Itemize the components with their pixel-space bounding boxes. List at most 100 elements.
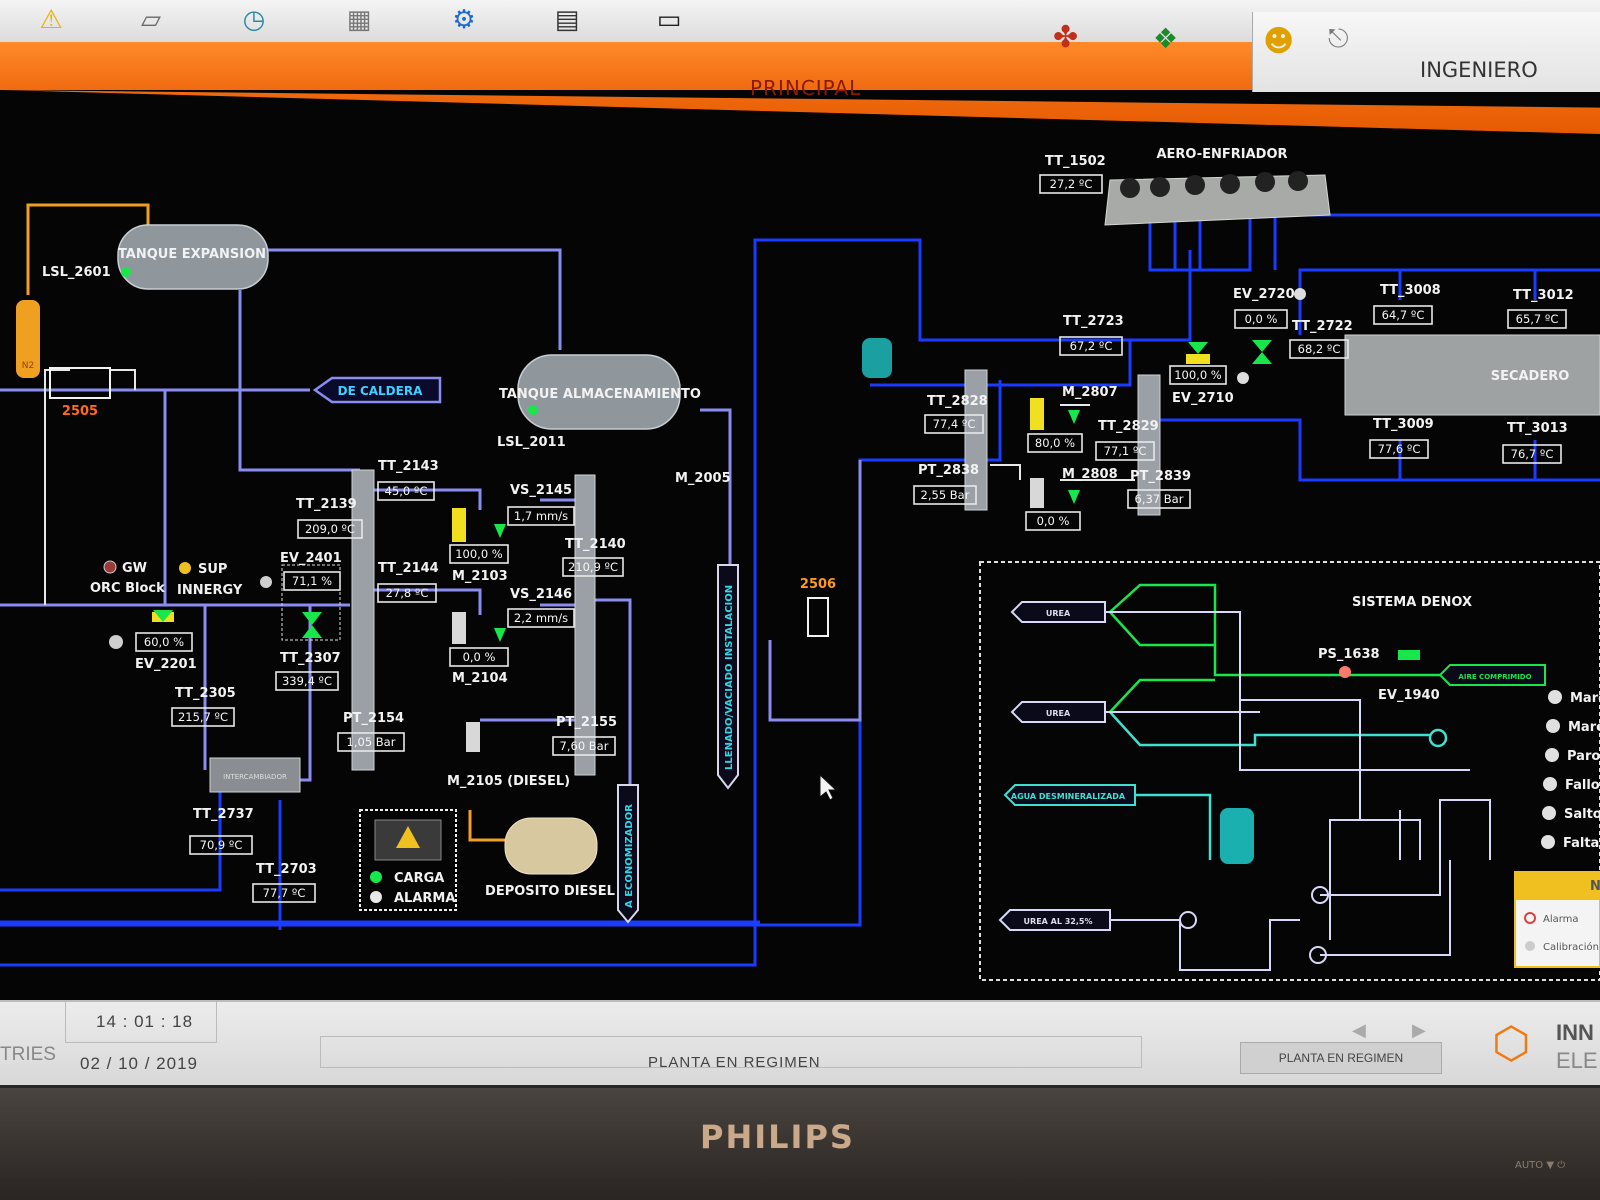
denox-aire: AIRE COMPRIMIDO bbox=[1458, 673, 1531, 681]
expansion-vessel-teal[interactable] bbox=[862, 338, 892, 378]
sup-label: SUP bbox=[198, 562, 227, 577]
pt-2155-value: 7,60 Bar bbox=[560, 739, 609, 753]
tt-3009-label: TT_3009 bbox=[1373, 417, 1434, 432]
tt-2307-label: TT_2307 bbox=[280, 651, 341, 666]
lsl-2601: LSL_2601 bbox=[42, 265, 111, 280]
battery-panel[interactable]: CARGA ALARMA bbox=[359, 809, 457, 911]
vs-2146-value: 2,2 mm/s bbox=[514, 611, 568, 625]
tt-3008-value: 64,7 ºC bbox=[1382, 308, 1425, 322]
column-2829[interactable] bbox=[1137, 374, 1161, 516]
deposito-diesel[interactable]: DEPOSITO DIESEL bbox=[485, 817, 615, 899]
user-role: INGENIERO bbox=[1420, 58, 1538, 82]
column-2140[interactable] bbox=[574, 474, 596, 776]
white-pipes bbox=[44, 369, 1135, 605]
m-2105-label: M_2105 (DIESEL) bbox=[447, 774, 570, 789]
tag-2505: 2505 bbox=[62, 404, 98, 419]
windows-icon[interactable]: ❖ bbox=[1153, 22, 1179, 55]
tt-2723-label: TT_2723 bbox=[1063, 314, 1124, 329]
book-icon[interactable]: ▱ bbox=[141, 5, 161, 35]
pt-2839-value: 6,37 Bar bbox=[1135, 492, 1184, 506]
llenado-tag[interactable]: LLENADO/VACIADO INSTALACION bbox=[717, 564, 739, 790]
denox-side-1: Marc bbox=[1568, 720, 1600, 735]
chevron-left-icon[interactable]: ◀ bbox=[1352, 1020, 1366, 1040]
intercambiador-label: INTERCAMBIADOR bbox=[223, 773, 287, 781]
denox-side-0: Marc bbox=[1570, 691, 1600, 706]
device-2506[interactable] bbox=[807, 597, 829, 637]
denox-side-2: Paro bbox=[1567, 749, 1600, 764]
vs-2145-value: 1,7 mm/s bbox=[514, 509, 568, 523]
denox-agua: AGUA DESMINERALIZADA bbox=[1011, 792, 1126, 801]
status-left-text: TRIES bbox=[0, 1044, 56, 1065]
orange-pipes bbox=[26, 203, 505, 842]
n2-bottle[interactable]: N2 bbox=[16, 300, 40, 378]
chevron-right-icon[interactable]: ▶ bbox=[1412, 1020, 1426, 1040]
secadero[interactable]: SECADERO bbox=[1344, 334, 1600, 416]
ev-2401-value: 71,1 % bbox=[292, 574, 332, 588]
tt-2737-label: TT_2737 bbox=[193, 807, 254, 822]
monitor-buttons[interactable]: AUTO ▼ ⏻ bbox=[1515, 1160, 1566, 1171]
clock-icon[interactable]: ◷ bbox=[242, 5, 266, 35]
denox-title: SISTEMA DENOX bbox=[1352, 595, 1472, 610]
denox-system: SISTEMA DENOX UREA bbox=[979, 561, 1600, 981]
panel-icon[interactable]: ▤ bbox=[554, 5, 580, 35]
m-2808-label: M_2808 bbox=[1062, 467, 1118, 482]
pt-2838-label: PT_2838 bbox=[918, 463, 979, 478]
logo-text-1: INN bbox=[1556, 1020, 1594, 1045]
status-bar: TRIES 14 : 01 : 18 02 / 10 / 2019 PLANTA… bbox=[0, 1000, 1600, 1085]
ev-2201-value: 60,0 % bbox=[144, 635, 184, 649]
denox-urea-1: UREA bbox=[1046, 609, 1071, 618]
device-2505[interactable] bbox=[49, 367, 111, 399]
tanque-almacenamiento[interactable]: TANQUE ALMACENAMIENTO bbox=[499, 354, 701, 430]
denox-urea-2: UREA bbox=[1046, 709, 1071, 718]
denox-legend-title: NO bbox=[1590, 879, 1600, 894]
tt-1502-label: TT_1502 bbox=[1045, 154, 1106, 169]
tt-3013-value: 76,7 ºC bbox=[1511, 447, 1554, 461]
pt-2154-value: 1,05 Bar bbox=[347, 735, 396, 749]
tt-2722-value: 68,2 ºC bbox=[1298, 342, 1341, 356]
ev-2710-label: EV_2710 bbox=[1172, 391, 1234, 406]
aero-enfriador[interactable]: AERO-ENFRIADOR bbox=[1104, 147, 1331, 226]
de-caldera-tag[interactable]: DE CALDERA bbox=[312, 376, 442, 404]
ev-1940-label: EV_1940 bbox=[1378, 688, 1440, 703]
lsl-2601-indicator bbox=[121, 267, 131, 277]
tt-2829-value: 77,1 ºC bbox=[1104, 444, 1147, 458]
denox-legend-1: Calibración bbox=[1543, 941, 1599, 953]
denox-side-3: Fallo bbox=[1565, 778, 1600, 793]
puzzle-icon[interactable]: ✤ bbox=[1053, 20, 1079, 55]
m-2005: M_2005 bbox=[675, 471, 731, 486]
aero-label: AERO-ENFRIADOR bbox=[1156, 147, 1287, 162]
column-2143[interactable] bbox=[351, 469, 375, 771]
denox-legend-0: Alarma bbox=[1543, 914, 1579, 925]
llenado-label: LLENADO/VACIADO INSTALACION bbox=[724, 585, 735, 770]
tt-2139-value: 209,0 ºC bbox=[305, 522, 355, 536]
user-icon[interactable]: ☻ bbox=[1263, 24, 1295, 59]
gear-icon[interactable]: ⚙ bbox=[452, 5, 476, 35]
tanque-almacenamiento-label: TANQUE ALMACENAMIENTO bbox=[499, 387, 701, 402]
battery-warning-icon bbox=[396, 826, 420, 848]
deposito-label: DEPOSITO DIESEL bbox=[485, 884, 615, 899]
tt-2143-label: TT_2143 bbox=[378, 459, 439, 474]
gw-label: GW bbox=[122, 561, 147, 576]
tanque-expansion-label: TANQUE EXPANSION bbox=[118, 247, 266, 262]
intercambiador[interactable]: INTERCAMBIADOR bbox=[209, 757, 301, 793]
tt-3012-label: TT_3012 bbox=[1513, 288, 1574, 303]
vs-2146-label: VS_2146 bbox=[510, 587, 572, 602]
tt-2829-label: TT_2829 bbox=[1098, 419, 1159, 434]
monitor-icon[interactable]: ▭ bbox=[656, 5, 682, 35]
tanque-expansion[interactable]: TANQUE EXPANSION bbox=[117, 224, 269, 290]
m-2103-arrow bbox=[494, 524, 506, 538]
status-message: PLANTA EN REGIMEN bbox=[648, 1054, 821, 1071]
logo-text-2: ELE bbox=[1556, 1048, 1598, 1073]
economizador-tag[interactable]: A ECONOMIZADOR bbox=[617, 784, 639, 924]
tt-2703-label: TT_2703 bbox=[256, 862, 317, 877]
innergy-label: INNERGY bbox=[177, 583, 243, 598]
column-2828[interactable] bbox=[964, 369, 988, 511]
tt-2737-value: 70,9 ºC bbox=[200, 838, 243, 852]
state-button[interactable]: PLANTA EN REGIMEN bbox=[1240, 1042, 1442, 1074]
warning-icon[interactable]: ⚠ bbox=[39, 5, 63, 35]
trend-grid-icon[interactable]: ▦ bbox=[346, 5, 372, 35]
logout-icon[interactable]: ⎋ bbox=[1328, 24, 1349, 54]
secadero-label: SECADERO bbox=[1491, 369, 1570, 384]
lsl-2011: LSL_2011 bbox=[497, 435, 566, 450]
m-2104-value: 0,0 % bbox=[463, 650, 496, 664]
